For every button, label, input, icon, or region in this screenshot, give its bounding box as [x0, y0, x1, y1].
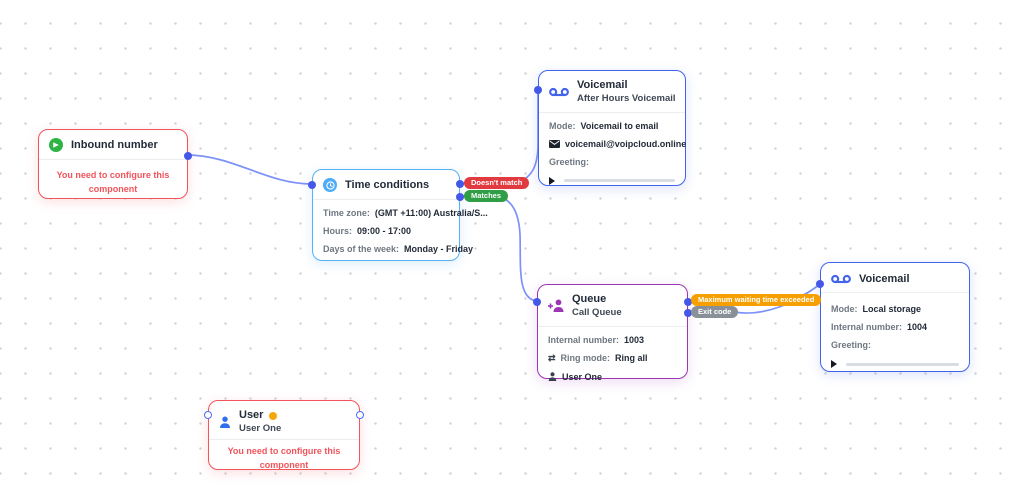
clock-icon — [323, 178, 337, 192]
input-handle[interactable] — [204, 411, 212, 419]
divider — [821, 292, 969, 293]
node-title: Voicemail — [577, 79, 628, 91]
greeting-row: Greeting: — [549, 157, 675, 167]
node-inbound-number[interactable]: Inbound number You need to configure thi… — [38, 129, 192, 199]
greeting-label: Greeting: — [831, 340, 872, 350]
internal-number-label: Internal number: — [831, 322, 903, 332]
greeting-player — [831, 360, 959, 368]
audio-progress-bar[interactable] — [846, 362, 959, 366]
days-row: Days of the week: Monday - Friday — [323, 244, 473, 254]
edge-label-max-waiting: Maximum waiting time exceeded — [691, 294, 822, 307]
mode-value: Local storage — [862, 304, 922, 314]
divider — [538, 325, 687, 327]
greeting-row: Greeting: — [831, 340, 959, 350]
node-title: Voicemail — [859, 273, 910, 285]
time-zone-label: Time zone: — [323, 208, 370, 218]
node-time-conditions[interactable]: Time conditions Time zone: (GMT +11:00) … — [308, 169, 488, 261]
node-subtitle: Call Queue — [572, 306, 622, 318]
greeting-player — [549, 176, 675, 185]
status-badge-icon — [269, 411, 278, 420]
greeting-label: Greeting: — [549, 156, 590, 167]
node-user[interactable]: User User One You need to configure this… — [204, 400, 364, 470]
days-label: Days of the week: — [323, 244, 400, 254]
hours-row: Hours: 09:00 - 17:00 — [323, 226, 449, 236]
days-value: Monday - Friday — [404, 244, 474, 254]
queue-member-row: User One — [548, 372, 677, 382]
queue-member-name: User One — [562, 371, 603, 382]
ring-mode-label: Ring mode: — [560, 353, 611, 364]
edge-label-exit-code: Exit code — [691, 306, 739, 319]
ring-mode-row: ⇄ Ring mode: Ring all — [548, 353, 677, 364]
edge-doesnt-match-to-voicemail — [459, 88, 539, 184]
email-row: voicemail@voipcloud.online — [549, 139, 686, 149]
input-handle[interactable] — [816, 280, 824, 288]
node-subtitle: After Hours Voicemail — [577, 92, 676, 104]
email-icon — [549, 139, 560, 148]
output-handle-matches[interactable] — [456, 193, 464, 201]
play-icon[interactable] — [549, 176, 555, 185]
input-handle[interactable] — [534, 86, 542, 94]
node-title: Queue — [572, 293, 607, 305]
divider — [313, 199, 459, 200]
mode-row: Mode: Local storage — [831, 304, 959, 314]
node-voicemail-after-hours[interactable]: Voicemail After Hours Voicemail Mode: Vo… — [534, 70, 686, 186]
time-zone-value: (GMT +11:00) Australia/S... — [374, 208, 488, 218]
time-zone-row: Time zone: (GMT +11:00) Australia/S... — [323, 208, 488, 218]
node-queue[interactable]: Queue Call Queue Internal number: 1003 ⇄… — [533, 284, 692, 382]
hours-label: Hours: — [323, 226, 352, 236]
node-title: User — [239, 409, 264, 421]
play-icon[interactable] — [831, 360, 837, 368]
divider — [39, 159, 187, 160]
input-handle[interactable] — [533, 298, 541, 306]
internal-number-row: Internal number: 1003 — [548, 335, 677, 345]
queue-person-plus-icon — [548, 299, 564, 313]
divider — [209, 438, 359, 440]
node-voicemail-local[interactable]: Voicemail Mode: Local storage Internal n… — [816, 262, 970, 372]
internal-number-row: Internal number: 1004 — [831, 322, 959, 332]
voicemail-icon — [831, 274, 851, 284]
edge-label-doesnt-match: Doesn't match — [464, 177, 530, 190]
mode-label: Mode: — [831, 304, 858, 314]
voicemail-icon — [549, 87, 569, 97]
audio-progress-bar[interactable] — [564, 179, 675, 183]
mode-row: Mode: Voicemail to email — [549, 121, 675, 131]
output-handle[interactable] — [184, 152, 192, 160]
user-icon — [219, 416, 231, 428]
ring-mode-value: Ring all — [615, 353, 648, 364]
member-person-icon — [548, 372, 557, 382]
mode-label: Mode: — [549, 120, 576, 131]
node-subtitle: User One — [239, 422, 282, 434]
internal-number-value: 1004 — [907, 322, 928, 332]
edge-label-matches: Matches — [464, 190, 509, 203]
divider — [539, 111, 685, 113]
configure-warning: You need to configure this component — [56, 170, 170, 194]
output-handle-doesnt-match[interactable] — [456, 180, 464, 188]
edge-inbound-to-time — [185, 154, 313, 185]
input-handle[interactable] — [308, 181, 316, 189]
node-title: Time conditions — [345, 179, 430, 191]
mode-value: Voicemail to email — [580, 120, 659, 131]
output-handle[interactable] — [356, 411, 364, 419]
internal-number-value: 1003 — [624, 334, 645, 345]
ring-mode-icon: ⇄ — [548, 352, 556, 363]
email-value: voicemail@voipcloud.online — [565, 138, 687, 149]
configure-warning: You need to configure this component — [227, 445, 341, 470]
internal-number-label: Internal number: — [548, 334, 620, 345]
node-title: Inbound number — [71, 139, 158, 151]
hours-value: 09:00 - 17:00 — [357, 226, 412, 236]
inbound-call-icon — [49, 138, 63, 152]
